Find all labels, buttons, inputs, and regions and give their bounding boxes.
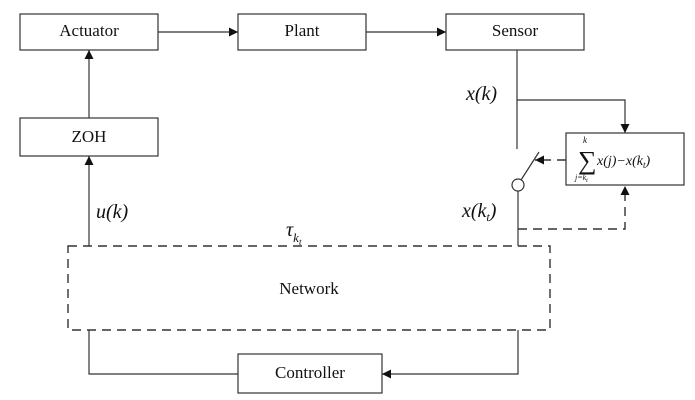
actuator-block: Actuator <box>19 13 159 51</box>
sensor-block: Sensor <box>445 13 585 51</box>
xkt-label: x(kt) <box>461 200 497 224</box>
plant-label: Plant <box>285 21 320 40</box>
trigger-condition-block: ∑ k j=kt x(j)−x(kt) <box>565 132 685 186</box>
controller-label: Controller <box>275 363 345 382</box>
uk-label: u(k) <box>96 201 129 223</box>
sensor-label: Sensor <box>492 21 539 40</box>
sum-lower: j=kt <box>574 173 588 184</box>
sum-expression: x(j)−x(kt) <box>596 154 650 170</box>
xk-label: x(k) <box>465 83 497 105</box>
sum-symbol: ∑ <box>578 146 597 175</box>
plant-block: Plant <box>237 13 367 51</box>
switch-blade <box>520 151 540 181</box>
sum-upper: k <box>583 135 588 145</box>
network-label: Network <box>279 279 339 298</box>
network-block: Network <box>67 245 551 331</box>
xkt-feedback-arrow <box>518 186 630 230</box>
actuator-label: Actuator <box>59 21 119 40</box>
network-to-controller-arrow <box>382 330 519 379</box>
controller-block: Controller <box>237 353 383 394</box>
zoh-block: ZOH <box>19 117 159 157</box>
zoh-label: ZOH <box>72 127 107 146</box>
switch-pivot <box>511 178 525 192</box>
controller-to-network-line <box>88 330 238 375</box>
xk-to-trigger-arrow <box>517 99 630 133</box>
tau-label: τkt <box>286 219 302 247</box>
